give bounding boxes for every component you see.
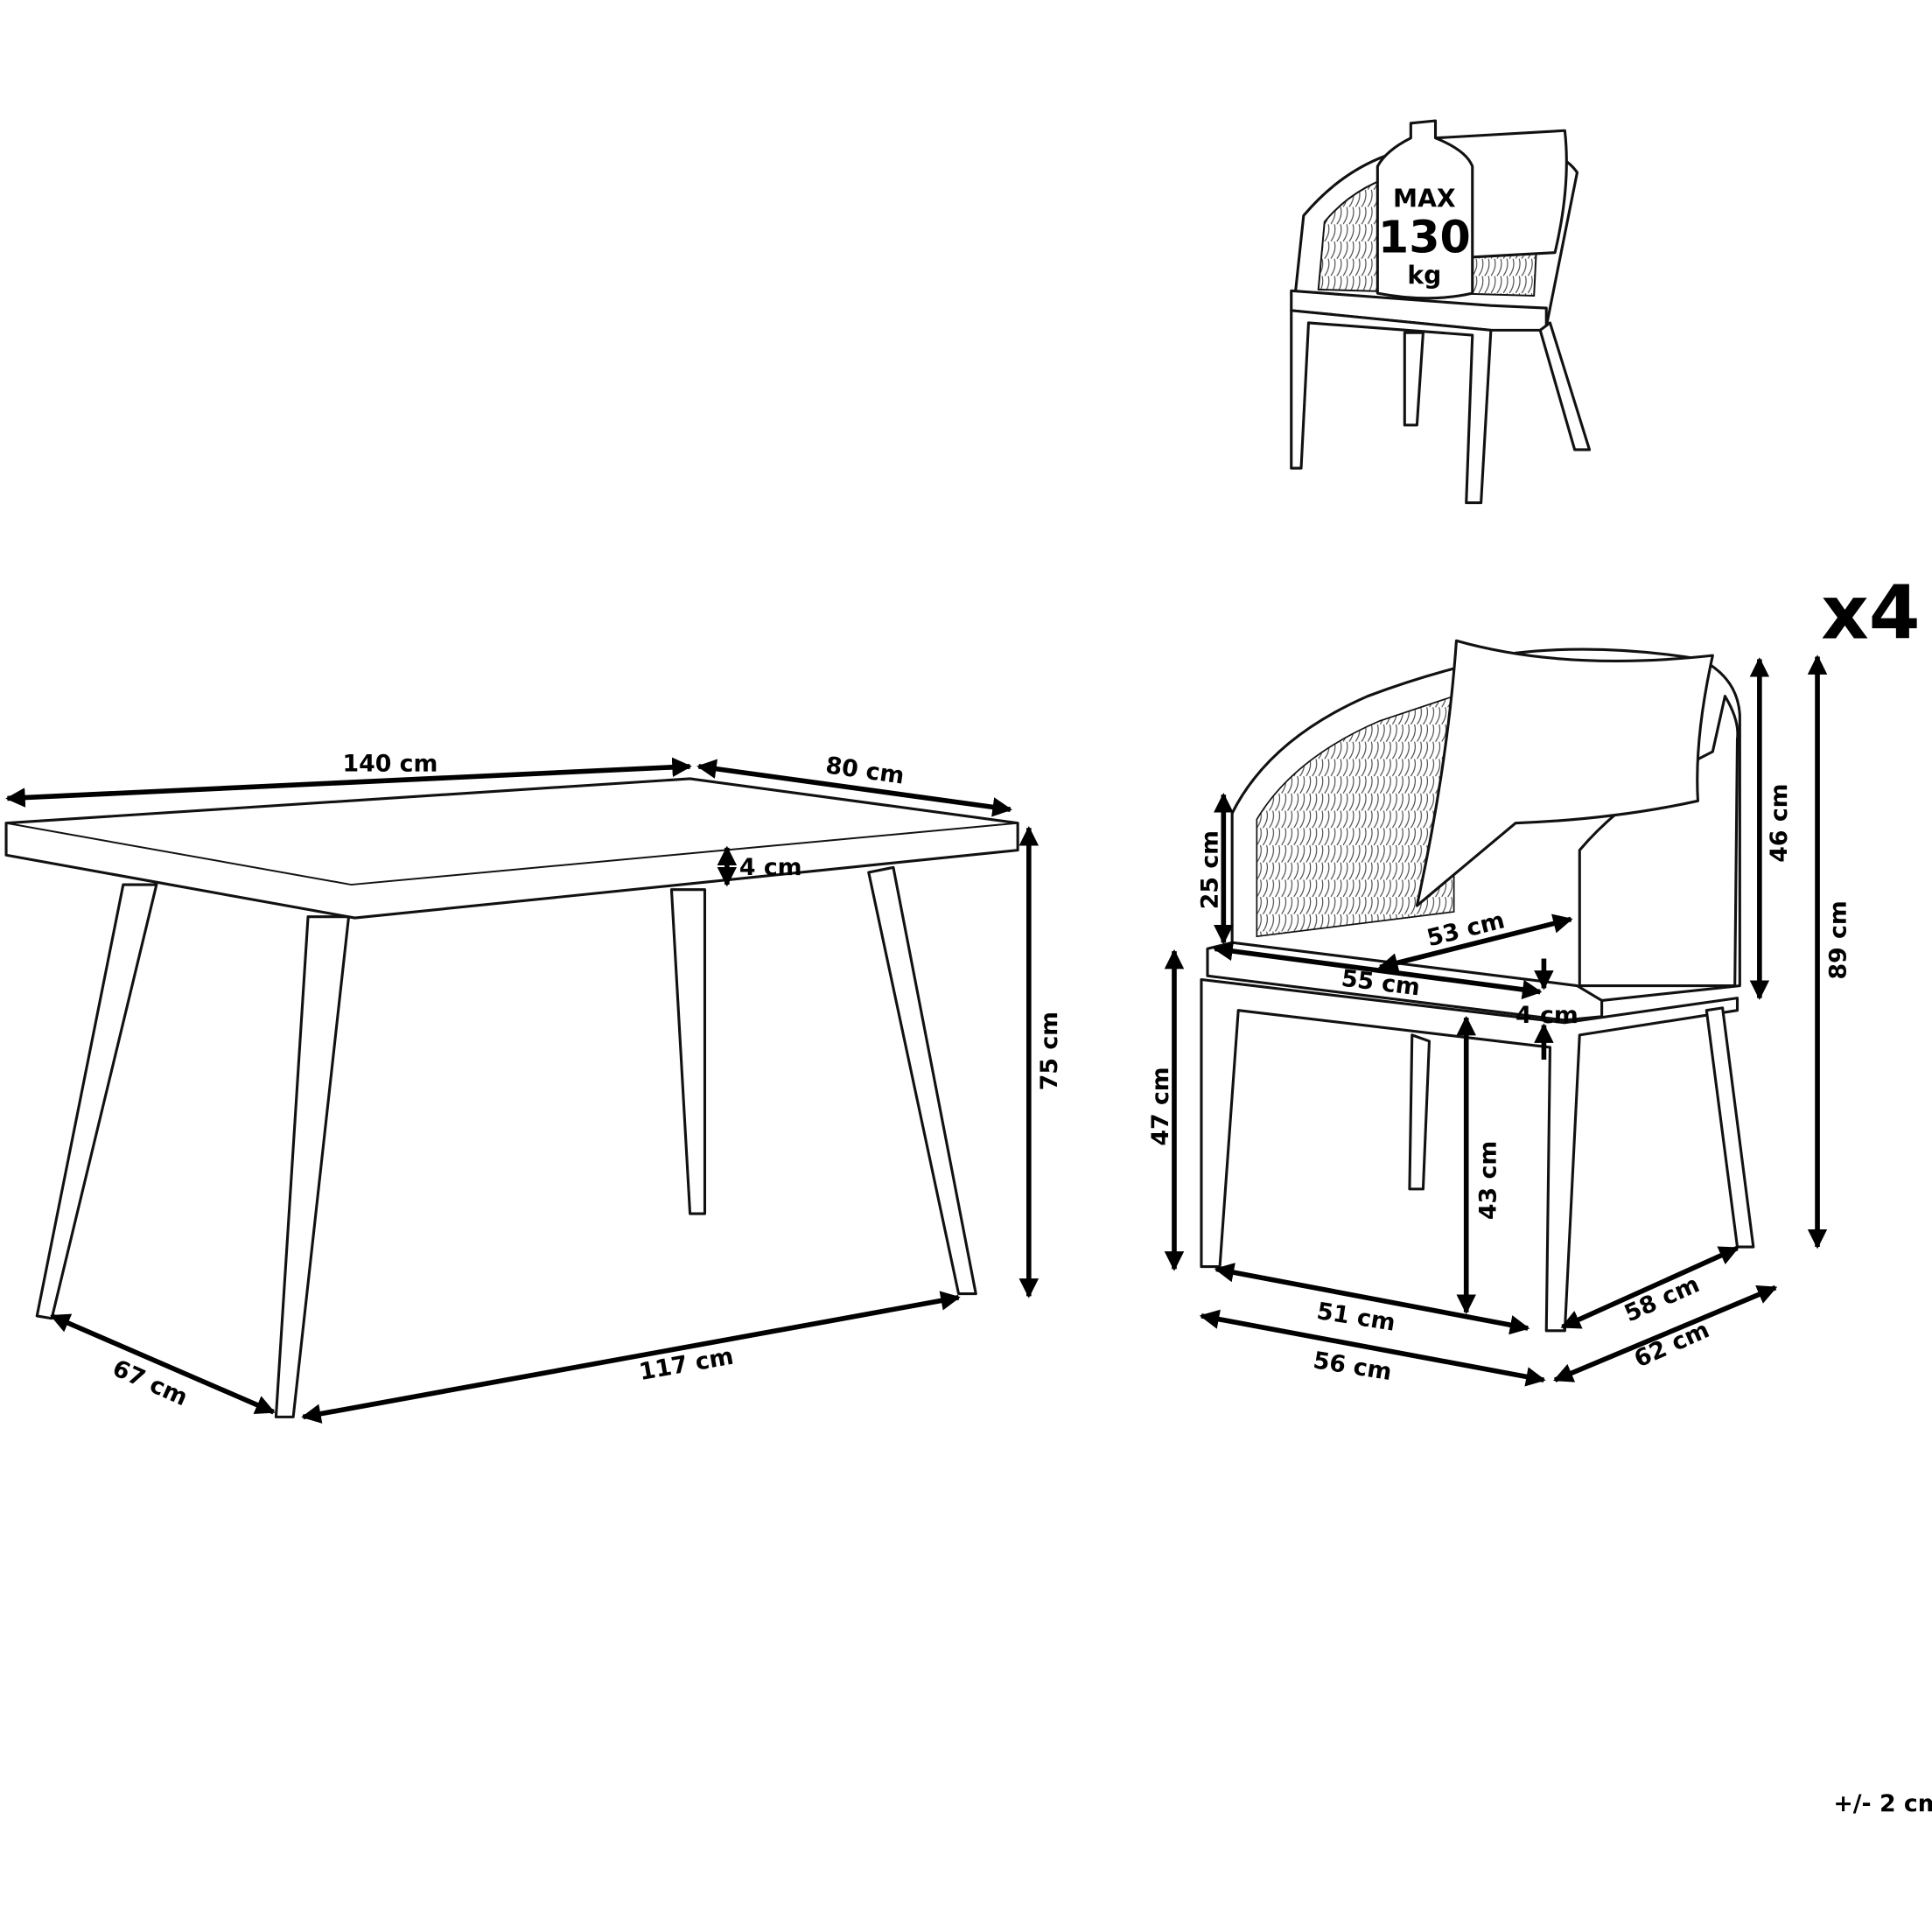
tolerance-note: +/- 2 cm <box>1833 1790 1932 1817</box>
chair-total-depth-label: 62 cm <box>1630 1316 1713 1373</box>
table-height-label: 75 cm <box>1036 1012 1063 1090</box>
chair-leg-depth-label: 58 cm <box>1620 1270 1704 1327</box>
chair-backrest-height-label: 46 cm <box>1766 783 1793 862</box>
table-drawing <box>4 777 1019 1418</box>
weight-icon <box>1376 119 1474 300</box>
max-load-unit: kg <box>1407 261 1441 290</box>
chair-seat-height-label: 47 cm <box>1147 1067 1174 1145</box>
chair-total-width-label: 56 cm <box>1312 1347 1394 1386</box>
chair-armrest-height-label: 25 cm <box>1196 830 1223 909</box>
chair-total-height-label: 89 cm <box>1824 900 1852 979</box>
table-top-thickness-label: 4 cm <box>739 854 802 881</box>
chair-cushion-thickness-label: 4 cm <box>1516 1002 1578 1029</box>
chair-drawing <box>1200 639 1755 1333</box>
table-length-label: 140 cm <box>342 751 438 778</box>
table-leg-depth-label: 67 cm <box>108 1354 192 1411</box>
max-load-value: 130 <box>1378 212 1471 263</box>
chair-load-illustration: MAX 130 kg <box>1290 119 1592 505</box>
chair-frame-height-label: 43 cm <box>1475 1141 1502 1220</box>
max-load-label: MAX <box>1393 185 1456 214</box>
chair-quantity-label: x4 <box>1821 570 1920 655</box>
